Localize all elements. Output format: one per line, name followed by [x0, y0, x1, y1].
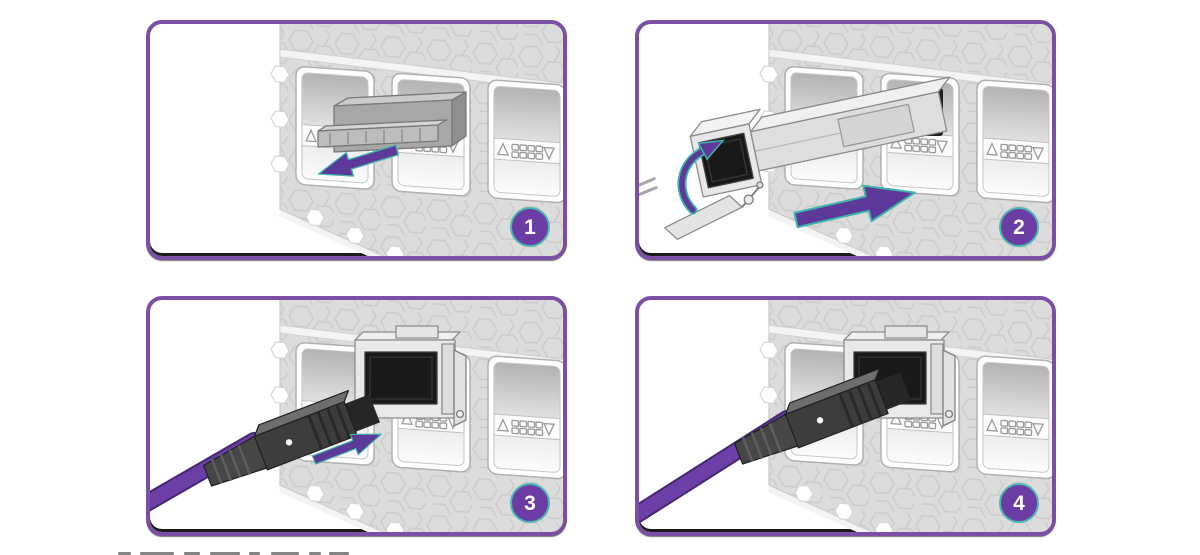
step-badge: 1	[510, 207, 550, 247]
step-2-scene	[639, 24, 1052, 256]
transceiver-module	[639, 76, 951, 240]
curved-arrow-close-latch-icon	[677, 139, 725, 215]
step-1-scene	[150, 24, 563, 256]
step-4-scene	[639, 300, 1052, 532]
step-panel-2: 2	[635, 20, 1056, 260]
step-panel-3: 3	[146, 296, 567, 536]
step-panel-1: 1	[146, 20, 567, 260]
step-badge: 2	[999, 207, 1039, 247]
step-badge: 4	[999, 483, 1039, 523]
step-number: 3	[524, 491, 536, 515]
step-number: 1	[524, 215, 536, 239]
dust-plug	[317, 91, 467, 153]
step-badge: 3	[510, 483, 550, 523]
step-number: 2	[1013, 215, 1025, 239]
step-3-scene	[150, 300, 563, 532]
step-panel-4: 4	[635, 296, 1056, 536]
step-number: 4	[1013, 491, 1025, 515]
